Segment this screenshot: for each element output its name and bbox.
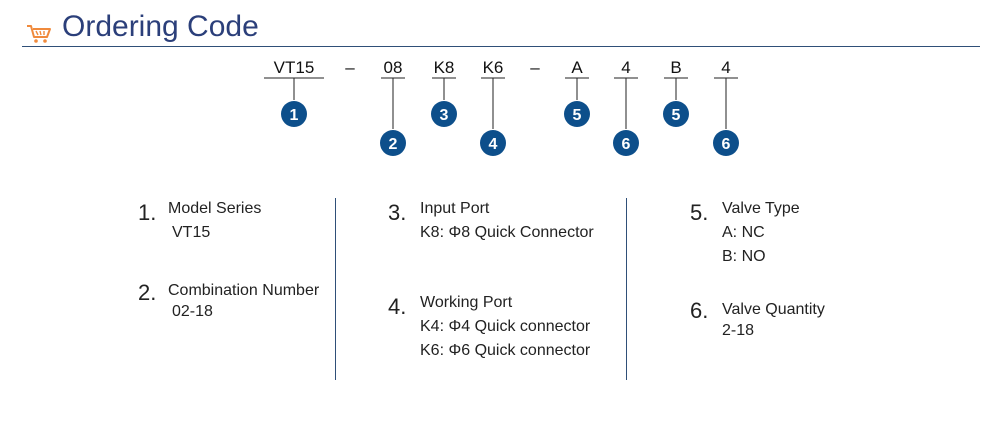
legend-number: 1. — [138, 200, 157, 225]
code-segment-valve-type-1: A 5 — [564, 58, 590, 127]
legend-label: Combination Number — [168, 282, 320, 299]
legend-label: Working Port — [420, 294, 513, 311]
segment-label: VT15 — [274, 58, 315, 77]
legend-value: VT15 — [172, 224, 211, 241]
code-segment-input-port: K8 3 — [431, 58, 457, 127]
legend-value: K8: Φ8 Quick Connector — [420, 224, 594, 241]
badge-5 — [564, 101, 590, 127]
badge-2 — [380, 130, 406, 156]
badge-6-second — [713, 130, 739, 156]
page-title: Ordering Code — [62, 10, 259, 43]
badge-6 — [613, 130, 639, 156]
segment-label: K8 — [434, 58, 455, 77]
code-segment-combination: 08 2 — [380, 58, 406, 156]
ordering-code-diagram: – – VT15 1 08 2 K8 3 K6 4 A 5 — [264, 58, 739, 156]
code-segment-working-port: K6 4 — [480, 58, 506, 156]
code-segment-model: VT15 1 — [264, 58, 324, 127]
legend-value: K6: Φ6 Quick connector — [420, 342, 591, 359]
segment-label: B — [670, 58, 681, 77]
badge-number: 1 — [290, 107, 299, 124]
badge-number: 5 — [573, 107, 582, 124]
header: Ordering Code — [22, 10, 982, 48]
segment-label: 4 — [621, 58, 630, 77]
legend-label: Model Series — [168, 200, 262, 217]
column-divider-2 — [626, 198, 627, 380]
badge-number: 5 — [672, 107, 681, 124]
badge-number: 2 — [389, 136, 398, 153]
legend-number: 6. — [690, 298, 709, 323]
separator-1: – — [345, 58, 355, 77]
cart-icon — [27, 25, 51, 43]
legend-number: 5. — [690, 200, 709, 225]
badge-number: 6 — [622, 136, 631, 153]
legend-number: 4. — [388, 294, 407, 319]
legend-value: K4: Φ4 Quick connector — [420, 318, 591, 335]
separator-2: – — [530, 58, 540, 77]
segment-label: 08 — [384, 58, 403, 77]
column-divider-1 — [335, 198, 336, 380]
legend-value: 2-18 — [722, 322, 755, 339]
legend-value: 02-18 — [172, 303, 213, 320]
legend-value: B: NO — [722, 248, 766, 265]
badge-number: 4 — [489, 136, 498, 153]
badge-5-second — [663, 101, 689, 127]
segment-label: A — [571, 58, 583, 77]
code-segment-valve-qty-1: 4 6 — [613, 58, 639, 156]
segment-label: 4 — [721, 58, 730, 77]
legend-number: 3. — [388, 200, 407, 225]
header-rule — [22, 46, 980, 47]
badge-4 — [480, 130, 506, 156]
legend-label: Valve Quantity — [722, 301, 825, 318]
badge-number: 6 — [722, 136, 731, 153]
segment-label: K6 — [483, 58, 504, 77]
badge-1 — [281, 101, 307, 127]
badge-number: 3 — [440, 107, 449, 124]
legend-number: 2. — [138, 280, 157, 305]
badge-3 — [431, 101, 457, 127]
code-segment-valve-type-2: B 5 — [663, 58, 689, 127]
legend-label: Input Port — [420, 200, 490, 217]
legend-value: A: NC — [722, 224, 765, 241]
legend-label: Valve Type — [722, 200, 800, 217]
code-segment-valve-qty-2: 4 6 — [713, 58, 739, 156]
